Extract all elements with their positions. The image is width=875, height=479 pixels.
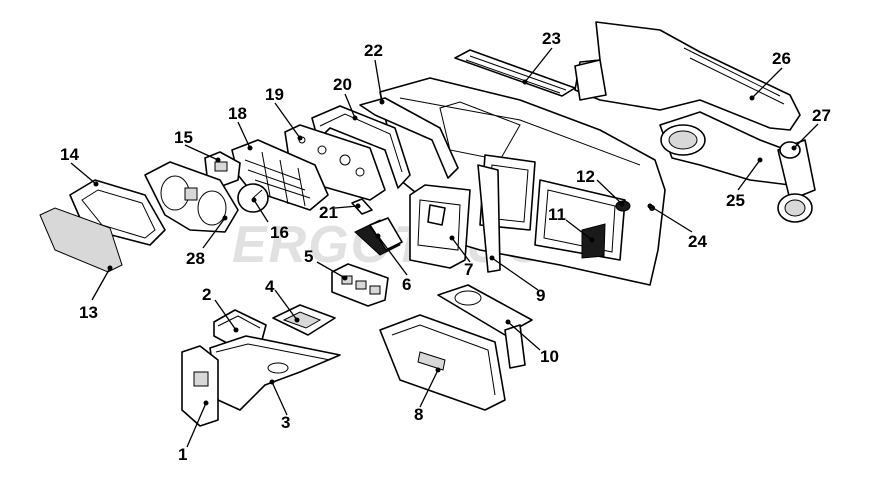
callout-13: 13 — [79, 303, 98, 322]
part-1-side-panel — [181, 345, 219, 427]
part-18-printed-circuit — [231, 139, 329, 211]
callout-6: 6 — [402, 275, 411, 294]
part-9-console-side — [477, 164, 501, 273]
callout-1: 1 — [178, 445, 187, 464]
part-28-cluster-frame — [144, 161, 239, 233]
part-3-lower-console — [209, 335, 341, 411]
callout-8: 8 — [414, 405, 423, 424]
callout-labels: 1 2 3 4 5 6 7 8 9 10 11 12 13 14 15 16 1… — [60, 29, 831, 464]
callout-26: 26 — [772, 49, 791, 68]
callout-18: 18 — [228, 104, 247, 123]
part-26-air-duct — [574, 21, 801, 131]
callout-19: 19 — [265, 85, 284, 104]
callout-5: 5 — [304, 247, 313, 266]
part-22-instrument-hood — [359, 97, 459, 179]
part-8-glove-box — [379, 314, 506, 411]
callout-22: 22 — [364, 41, 383, 60]
callout-27: 27 — [812, 106, 831, 125]
callout-9: 9 — [536, 286, 545, 305]
callout-28: 28 — [186, 249, 205, 268]
callout-3: 3 — [281, 413, 290, 432]
callout-25: 25 — [726, 191, 745, 210]
part-5-control-panel — [331, 263, 389, 307]
callout-12: 12 — [576, 167, 595, 186]
callout-15: 15 — [174, 128, 193, 147]
part-4-small-tray — [272, 304, 336, 336]
callout-16: 16 — [270, 223, 289, 242]
callout-2: 2 — [202, 285, 211, 304]
part-25-lower-duct — [659, 111, 801, 186]
callout-10: 10 — [540, 347, 559, 366]
leader-lines — [70, 47, 819, 448]
callout-20: 20 — [333, 75, 352, 94]
callout-24: 24 — [688, 232, 707, 251]
part-21-connector — [351, 198, 373, 215]
part-13-lower-cover — [39, 207, 123, 273]
callout-23: 23 — [542, 29, 561, 48]
callout-14: 14 — [60, 145, 79, 164]
callout-11: 11 — [548, 205, 566, 224]
callout-4: 4 — [265, 277, 275, 296]
part-7-center-trim — [409, 184, 471, 269]
callout-7: 7 — [464, 260, 473, 279]
callout-21: 21 — [319, 203, 338, 222]
